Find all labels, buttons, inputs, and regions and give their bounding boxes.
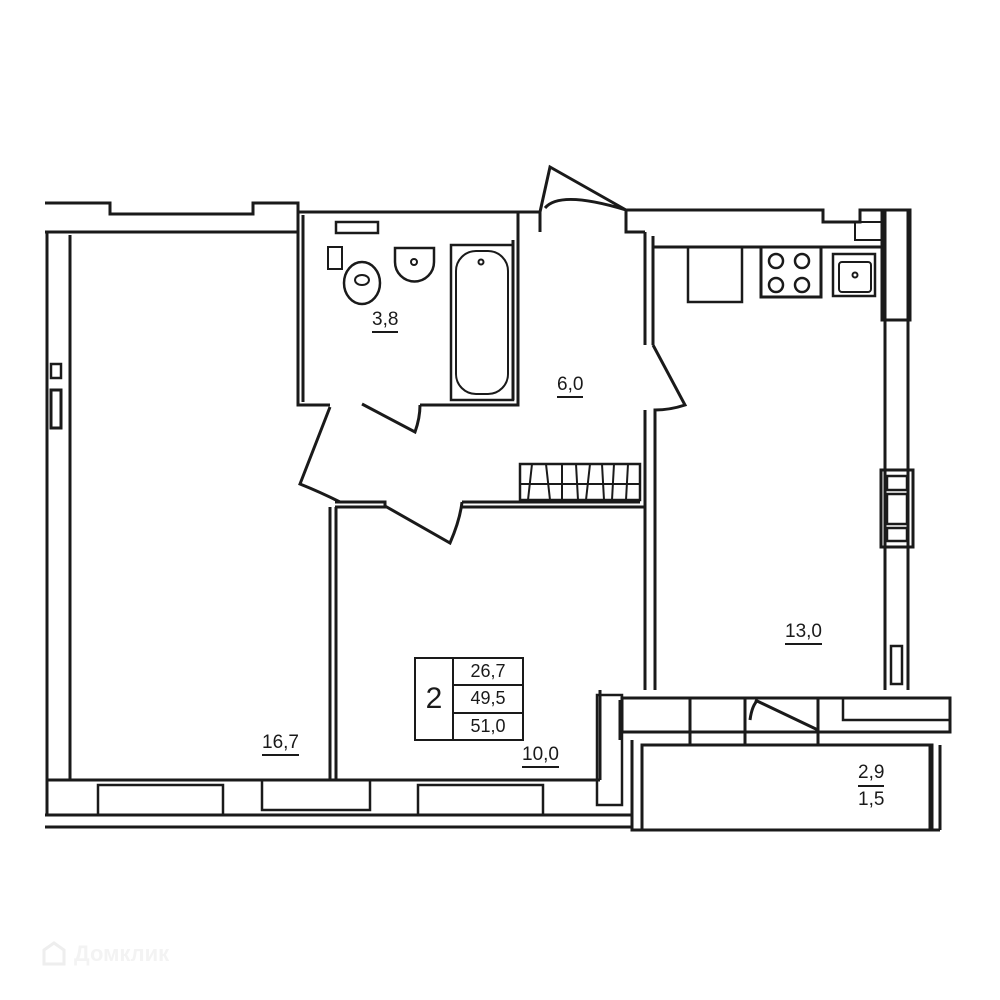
room-count: 2 xyxy=(416,659,454,739)
entrance-door xyxy=(538,164,627,213)
total-area: 49,5 xyxy=(454,686,522,714)
window-right xyxy=(879,468,915,549)
window-left xyxy=(49,362,63,380)
balcony-area-label: 2,9 1,5 xyxy=(858,762,885,811)
kitchen-wall-left xyxy=(643,232,655,345)
room-area-living-room: 16,7 xyxy=(262,733,299,756)
sink-icon xyxy=(393,246,436,283)
stove-icon xyxy=(759,245,823,299)
bathroom-walls xyxy=(296,210,330,407)
boiler-icon xyxy=(854,221,884,241)
window-bottom-2 xyxy=(416,783,545,817)
balcony-reduced-area: 1,5 xyxy=(858,789,885,810)
living-area: 26,7 xyxy=(454,659,522,687)
living-room-door xyxy=(298,406,341,504)
house-logo-icon xyxy=(42,941,66,966)
room-area-kitchen: 13,0 xyxy=(785,622,822,645)
toilet-icon xyxy=(342,260,382,306)
bathtub-icon xyxy=(449,243,515,402)
partition-wall xyxy=(328,507,338,780)
apartment-summary-table: 2 26,7 49,5 51,0 xyxy=(414,657,524,741)
balcony xyxy=(640,743,934,832)
toilet-tank xyxy=(334,220,380,235)
kitchen-sink-icon xyxy=(831,252,877,298)
fridge-icon xyxy=(686,245,744,304)
wardrobe-icon xyxy=(518,462,642,502)
total-area-with-balcony: 51,0 xyxy=(470,715,506,736)
window-bottom-1 xyxy=(96,783,225,817)
bathroom-door xyxy=(361,402,422,435)
balcony-door xyxy=(748,698,819,732)
balcony-area: 2,9 xyxy=(858,762,885,787)
room-area-bedroom: 10,0 xyxy=(522,745,559,768)
bedroom-door xyxy=(384,501,464,546)
exterior-wall-right xyxy=(883,210,910,690)
room-area-bathroom: 3,8 xyxy=(372,310,399,333)
room-area-hallway: 6,0 xyxy=(557,375,584,398)
exterior-wall-top-left xyxy=(45,201,540,216)
radiator-icon xyxy=(889,644,904,686)
watermark-text: Домклик xyxy=(74,941,170,966)
watermark: Домклик xyxy=(40,940,169,968)
